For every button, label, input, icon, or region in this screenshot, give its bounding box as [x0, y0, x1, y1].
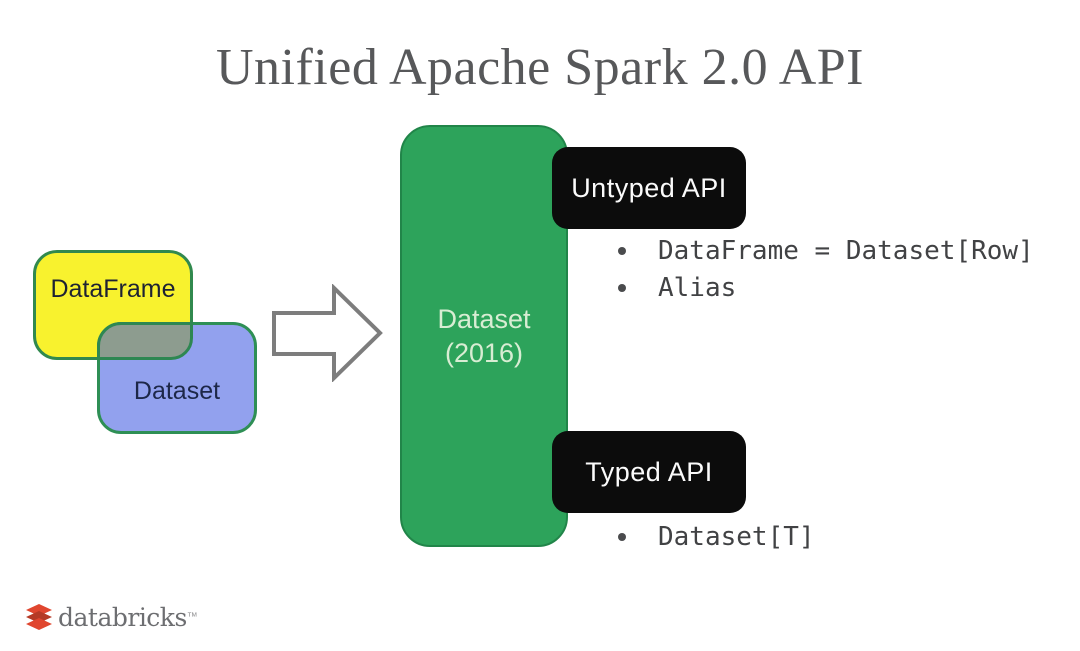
- bullet-text: Alias: [658, 272, 737, 303]
- dataset-2016-line2: (2016): [444, 338, 524, 368]
- typed-api-label: Typed API: [585, 456, 713, 487]
- slide-title: Unified Apache Spark 2.0 API: [215, 39, 864, 96]
- venn-overlap-region: [97, 322, 193, 360]
- bullet-text: Dataset[T]: [658, 521, 815, 552]
- bullet-text: DataFrame = Dataset[Row]: [658, 235, 1034, 266]
- untyped-api-bullets: DataFrame = Dataset[Row] Alias: [618, 232, 1034, 306]
- databricks-wordmark: databricks: [58, 602, 187, 632]
- dataframe-label: DataFrame: [50, 275, 176, 303]
- typed-api-bullets: Dataset[T]: [618, 518, 815, 555]
- trademark-mark: ™: [186, 611, 198, 623]
- databricks-logo-icon: [26, 604, 52, 630]
- bullet-dot: [618, 283, 626, 292]
- dataset-2016-line1: Dataset: [437, 304, 531, 334]
- untyped-api-pill: Untyped API: [552, 147, 746, 229]
- bullet-dot: [618, 246, 626, 255]
- untyped-api-label: Untyped API: [571, 172, 727, 203]
- bullet-dot: [618, 532, 626, 541]
- dataset-2016-box: Dataset (2016): [400, 125, 568, 547]
- typed-api-pill: Typed API: [552, 431, 746, 513]
- bullet-item: Alias: [618, 269, 1034, 306]
- dataset-label: Dataset: [133, 376, 221, 405]
- right-arrow-icon: [270, 283, 384, 387]
- bullet-item: DataFrame = Dataset[Row]: [618, 232, 1034, 269]
- bullet-item: Dataset[T]: [618, 518, 815, 555]
